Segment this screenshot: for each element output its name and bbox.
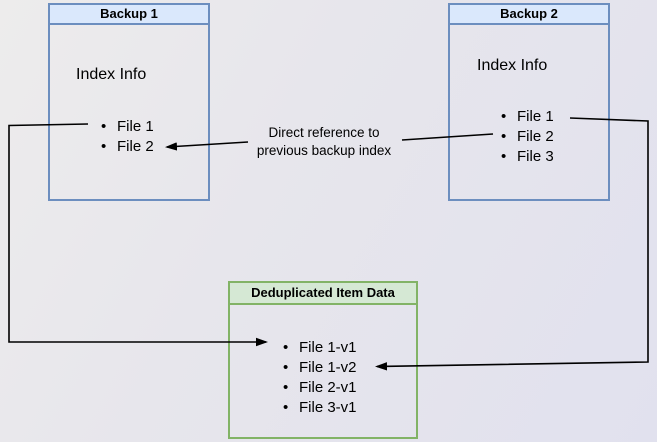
file-item: File 1-v2	[283, 358, 357, 378]
dedup-title: Deduplicated Item Data	[230, 283, 416, 305]
deduplicated-item-data-node: Deduplicated Item Data File 1-v1 File 1-…	[228, 281, 418, 439]
file-item: File 2	[101, 137, 154, 157]
file-item: File 1-v1	[283, 338, 357, 358]
backup2-title: Backup 2	[450, 5, 608, 25]
file-item: File 3	[501, 147, 554, 167]
file-item: File 3-v1	[283, 398, 357, 418]
file-item: File 2	[501, 127, 554, 147]
backup1-title: Backup 1	[50, 5, 208, 25]
dedup-file-list: File 1-v1 File 1-v2 File 2-v1 File 3-v1	[283, 338, 357, 418]
backup1-file-list: File 1 File 2	[101, 117, 154, 157]
backup2-index-info-label: Index Info	[477, 57, 548, 74]
direct-reference-label-line1: Direct reference to	[268, 125, 380, 140]
backup2-file-list: File 1 File 2 File 3	[501, 107, 554, 167]
file-item: File 2-v1	[283, 378, 357, 398]
direct-reference-label: Direct reference to previous backup inde…	[239, 124, 409, 160]
direct-reference-label-line2: previous backup index	[256, 143, 392, 158]
file-item: File 1	[501, 107, 554, 127]
file-item: File 1	[101, 117, 154, 137]
backup2-node: Backup 2 Index Info File 1 File 2 File 3	[448, 3, 610, 201]
backup1-node: Backup 1 Index Info File 1 File 2	[48, 3, 210, 201]
backup1-index-info-label: Index Info	[76, 66, 147, 83]
